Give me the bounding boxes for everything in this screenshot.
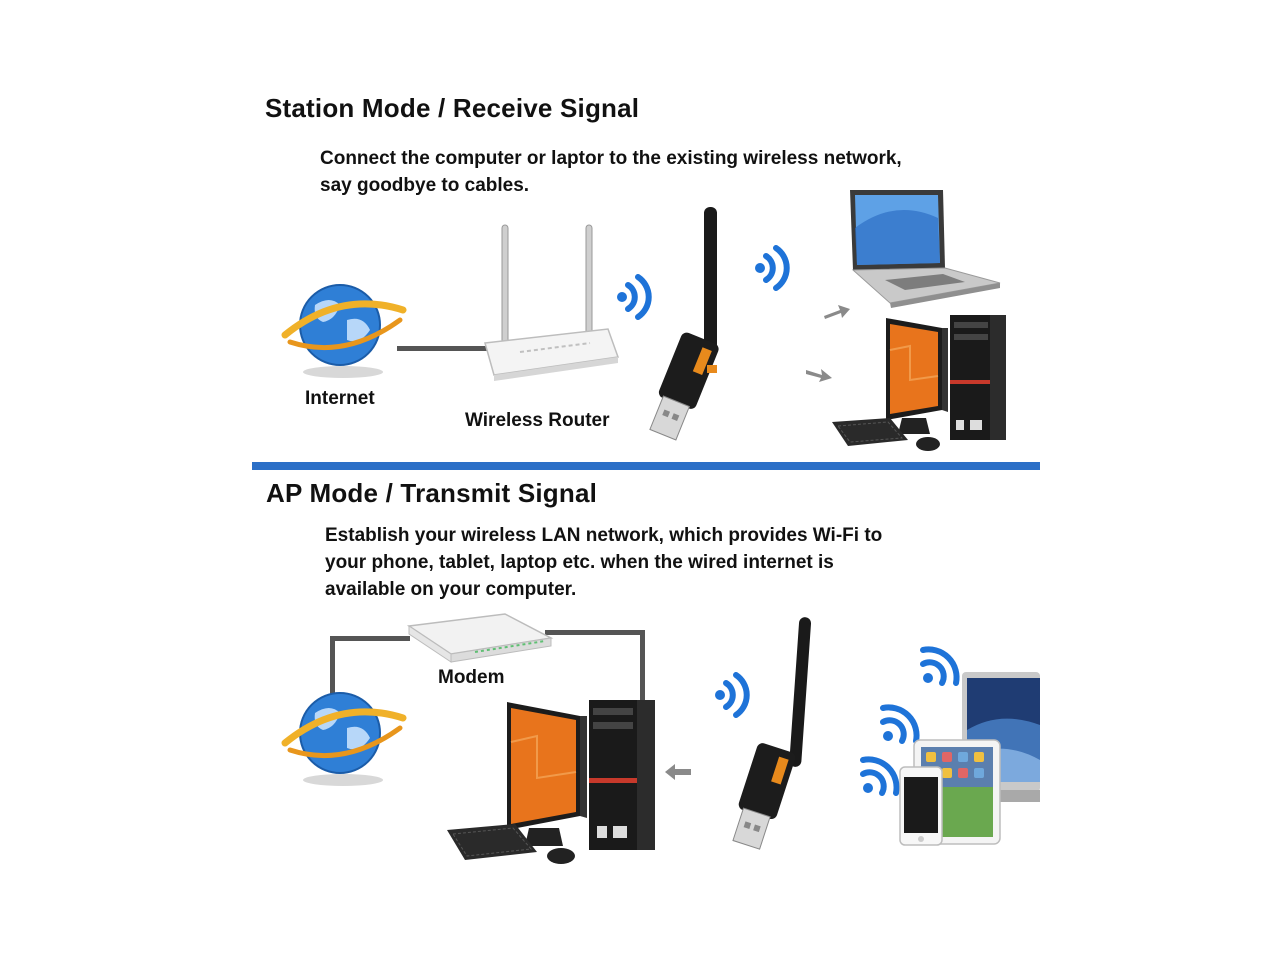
description-line: say goodbye to cables. xyxy=(320,172,902,199)
desktop-computer-icon xyxy=(445,692,660,867)
globe-icon xyxy=(285,280,405,380)
station-mode-title: Station Mode / Receive Signal xyxy=(265,93,639,124)
wifi-signal-icon xyxy=(750,243,794,293)
wifi-signal-icon xyxy=(858,752,902,798)
ethernet-cable xyxy=(397,346,489,351)
ap-mode-title: AP Mode / Transmit Signal xyxy=(266,478,597,509)
modem-icon xyxy=(405,612,555,667)
description-line: Connect the computer or laptor to the ex… xyxy=(320,145,902,172)
ethernet-cable xyxy=(640,630,645,700)
description-line: Establish your wireless LAN network, whi… xyxy=(325,522,882,549)
phone-icon xyxy=(898,765,944,847)
internet-label: Internet xyxy=(305,388,375,410)
ap-mode-description: Establish your wireless LAN network, whi… xyxy=(325,522,882,603)
globe-icon xyxy=(285,688,405,788)
laptop-icon xyxy=(845,188,1005,313)
desktop-computer-icon xyxy=(830,310,1010,455)
usb-wifi-adapter-icon xyxy=(645,205,735,445)
section-divider xyxy=(252,462,1040,470)
ethernet-cable xyxy=(330,636,410,641)
wifi-signal-icon xyxy=(918,642,962,688)
wireless-router-icon xyxy=(480,225,620,380)
usb-wifi-adapter-icon xyxy=(722,615,812,850)
description-line: your phone, tablet, laptop etc. when the… xyxy=(325,549,882,576)
station-mode-description: Connect the computer or laptor to the ex… xyxy=(320,145,902,199)
ethernet-cable xyxy=(330,636,335,694)
arrow-left-icon xyxy=(663,762,693,782)
wireless-router-label: Wireless Router xyxy=(465,410,610,432)
description-line: available on your computer. xyxy=(325,576,882,603)
modem-label: Modem xyxy=(438,667,505,689)
ethernet-cable xyxy=(545,630,645,635)
